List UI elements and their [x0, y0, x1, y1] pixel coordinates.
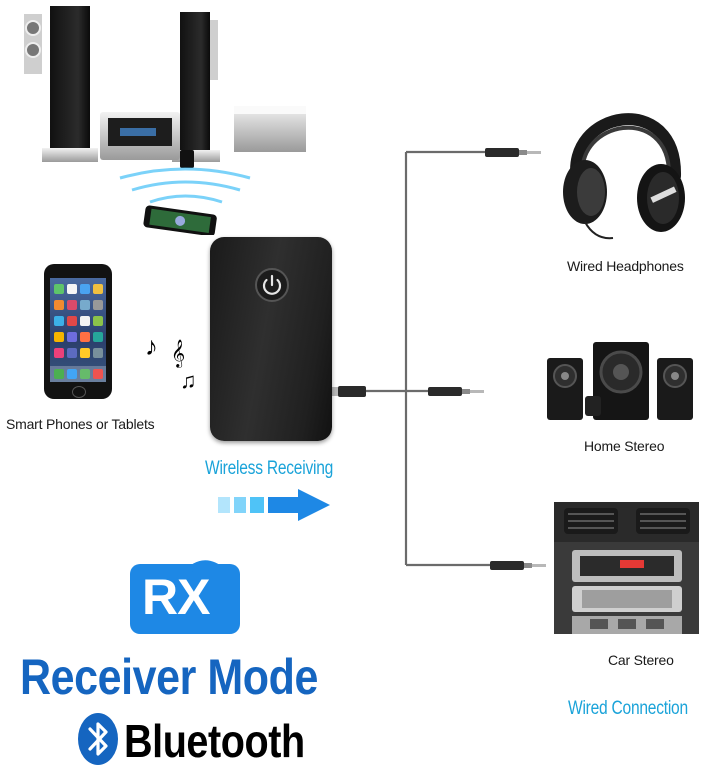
music-note-icon: ♪ — [145, 331, 158, 361]
music-note-icon: 𝄞 — [171, 340, 186, 367]
wired-headphones-label: Wired Headphones — [567, 258, 684, 274]
smartphone-image — [44, 264, 112, 399]
app-icons-grid — [50, 284, 106, 382]
receiver-mode-title: Receiver Mode — [20, 649, 318, 705]
home-button — [72, 386, 86, 398]
wireless-signal-icon — [179, 560, 227, 581]
wireless-receiving-label: Wireless Receiving — [205, 458, 334, 479]
audio-jack-headphones — [485, 148, 541, 157]
bluetooth-brand-text: Bluetooth — [124, 715, 305, 767]
audio-jack-car-stereo — [490, 561, 546, 570]
power-icon — [255, 268, 289, 302]
bluetooth-receiver-device — [210, 237, 332, 441]
home-audio-system-image — [24, 6, 306, 235]
smart-phones-label: Smart Phones or Tablets — [6, 416, 155, 432]
bluetooth-icon — [78, 713, 118, 765]
arrow-right-icon — [218, 489, 330, 521]
home-stereo-label: Home Stereo — [584, 438, 665, 454]
audio-jack-device — [330, 386, 366, 397]
car-stereo-image — [554, 502, 699, 634]
wired-connection-label: Wired Connection — [568, 698, 688, 719]
music-note-icon: ♫ — [180, 368, 197, 393]
smartphone-screen — [50, 278, 106, 382]
rx-badge-text: RX — [142, 569, 210, 625]
car-stereo-label: Car Stereo — [608, 652, 674, 668]
headphones-image — [563, 113, 685, 240]
home-stereo-image — [547, 342, 693, 420]
audio-jack-home-stereo — [428, 387, 484, 396]
